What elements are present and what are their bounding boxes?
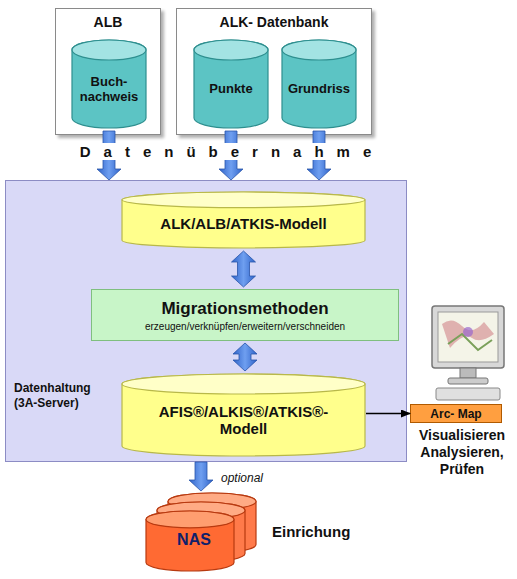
server-region: Datenhaltung (3A-Server) ALK/ALB/ATKIS-Mo… [5, 180, 407, 462]
process-box: Migrationsmethoden erzeugen/verknüpfen/er… [91, 289, 399, 341]
database-panel: ALK- DatenbankPunkte Grundriss [176, 8, 372, 135]
storage-stack: NAS [145, 492, 257, 572]
block-arrow [189, 462, 213, 491]
arrow-line [366, 413, 410, 414]
tag-label: Arc- Map [430, 407, 481, 421]
block-arrow [232, 251, 256, 287]
cylinder-label: AFIS®/ALKIS®/ATKIS®- Modell [144, 403, 344, 438]
block-arrow [233, 343, 257, 371]
cylinder-label: Punkte [209, 82, 252, 97]
section-label: Datenübernahme [76, 143, 385, 160]
cylinder-label: Buch- nachweis [77, 75, 141, 105]
panel-heading: ALB [56, 9, 160, 30]
database-cylinder: Buch- nachweis [71, 39, 147, 129]
edge-label: optional [219, 471, 265, 485]
caption-label: Visualisieren Analysieren, Prüfen [410, 427, 514, 478]
storage-caption: Einrichung [272, 523, 350, 540]
box-subtitle: erzeugen/verknüpfen/erweitern/verschneid… [145, 321, 345, 332]
storage-label: NAS [177, 531, 211, 549]
application-tag: Arc- Map [410, 404, 502, 423]
box-title: Migrationsmethoden [161, 299, 328, 319]
region-label: Datenhaltung (3A-Server) [14, 381, 114, 411]
cylinder-label: Grundriss [288, 82, 350, 97]
panel-heading: ALK- Datenbank [177, 9, 371, 30]
database-cylinder: Grundriss [281, 39, 357, 129]
database-cylinder: Punkte [193, 39, 269, 129]
model-cylinder: ALK/ALB/ATKIS-Modell [121, 191, 366, 249]
computer-icon [428, 304, 508, 404]
model-cylinder: AFIS®/ALKIS®/ATKIS®- Modell [121, 373, 366, 457]
cylinder-label: ALK/ALB/ATKIS-Modell [160, 215, 326, 232]
database-panel: ALB Buch- nachweis [55, 8, 161, 135]
